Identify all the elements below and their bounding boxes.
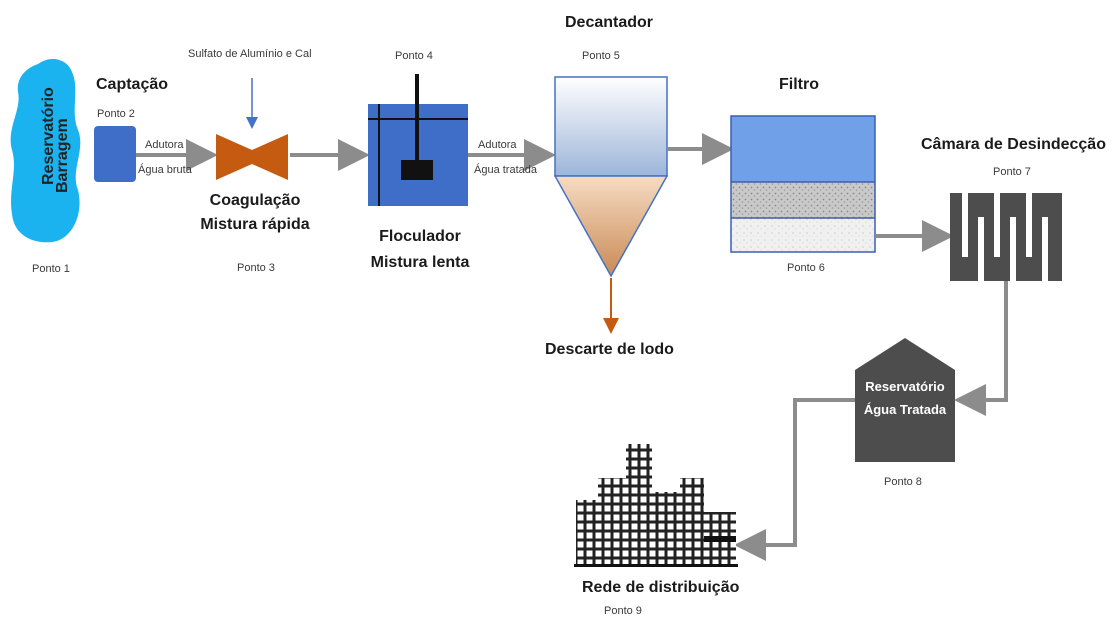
descarte-label: Descarte de lodo (545, 341, 674, 358)
ponto-4-label: Ponto 4 (395, 50, 433, 62)
ponto-3-label: Ponto 3 (237, 262, 275, 274)
floculador-title: Floculador (379, 228, 461, 245)
treated-reservoir-icon (855, 338, 955, 462)
reservoir-label-2: Barragem (54, 118, 71, 193)
ponto-6-label: Ponto 6 (787, 262, 825, 274)
ponto-8-label: Ponto 8 (884, 476, 922, 488)
adutora-label-2: Adutora (478, 139, 517, 151)
ponto-9-label: Ponto 9 (604, 605, 642, 617)
floculador-subtitle: Mistura lenta (370, 254, 470, 271)
captacao-box-icon (94, 126, 136, 182)
agua-tratada-label: Água tratada (474, 164, 537, 176)
filtro-label: Filtro (779, 76, 819, 93)
ponto-7-label: Ponto 7 (993, 166, 1031, 178)
floculador-tank-icon (368, 74, 468, 206)
decantador-label: Decantador (565, 14, 654, 31)
treated-reservoir-subtitle: Água Tratada (863, 402, 947, 417)
agua-bruta-label: Água bruta (138, 164, 192, 176)
captacao-label: Captação (96, 76, 169, 93)
flow-pipe-7 (734, 398, 855, 561)
ponto-2-label: Ponto 2 (97, 108, 135, 120)
reagent-label: Sulfato de Alumínio e Cal (188, 48, 312, 60)
ponto-5-label: Ponto 5 (582, 50, 620, 62)
treated-reservoir-title: Reservatório (865, 379, 945, 394)
rede-label: Rede de distribuição (582, 579, 740, 596)
coagulacao-subtitle: Mistura rápida (200, 216, 310, 233)
flow-pipe-6 (954, 281, 1008, 416)
decantador-tank-icon (553, 76, 669, 278)
adutora-label-1: Adutora (145, 139, 184, 151)
coagulacao-title: Coagulação (209, 192, 301, 209)
coagulation-mixer-icon (216, 134, 288, 180)
filter-icon (730, 115, 876, 253)
city-buildings-icon (574, 444, 738, 567)
disinfection-chamber-icon (950, 193, 1062, 281)
ponto-1-label: Ponto 1 (32, 263, 70, 275)
camara-label: Câmara de Desindecção (921, 136, 1106, 153)
reservoir-blob-icon (10, 58, 81, 243)
